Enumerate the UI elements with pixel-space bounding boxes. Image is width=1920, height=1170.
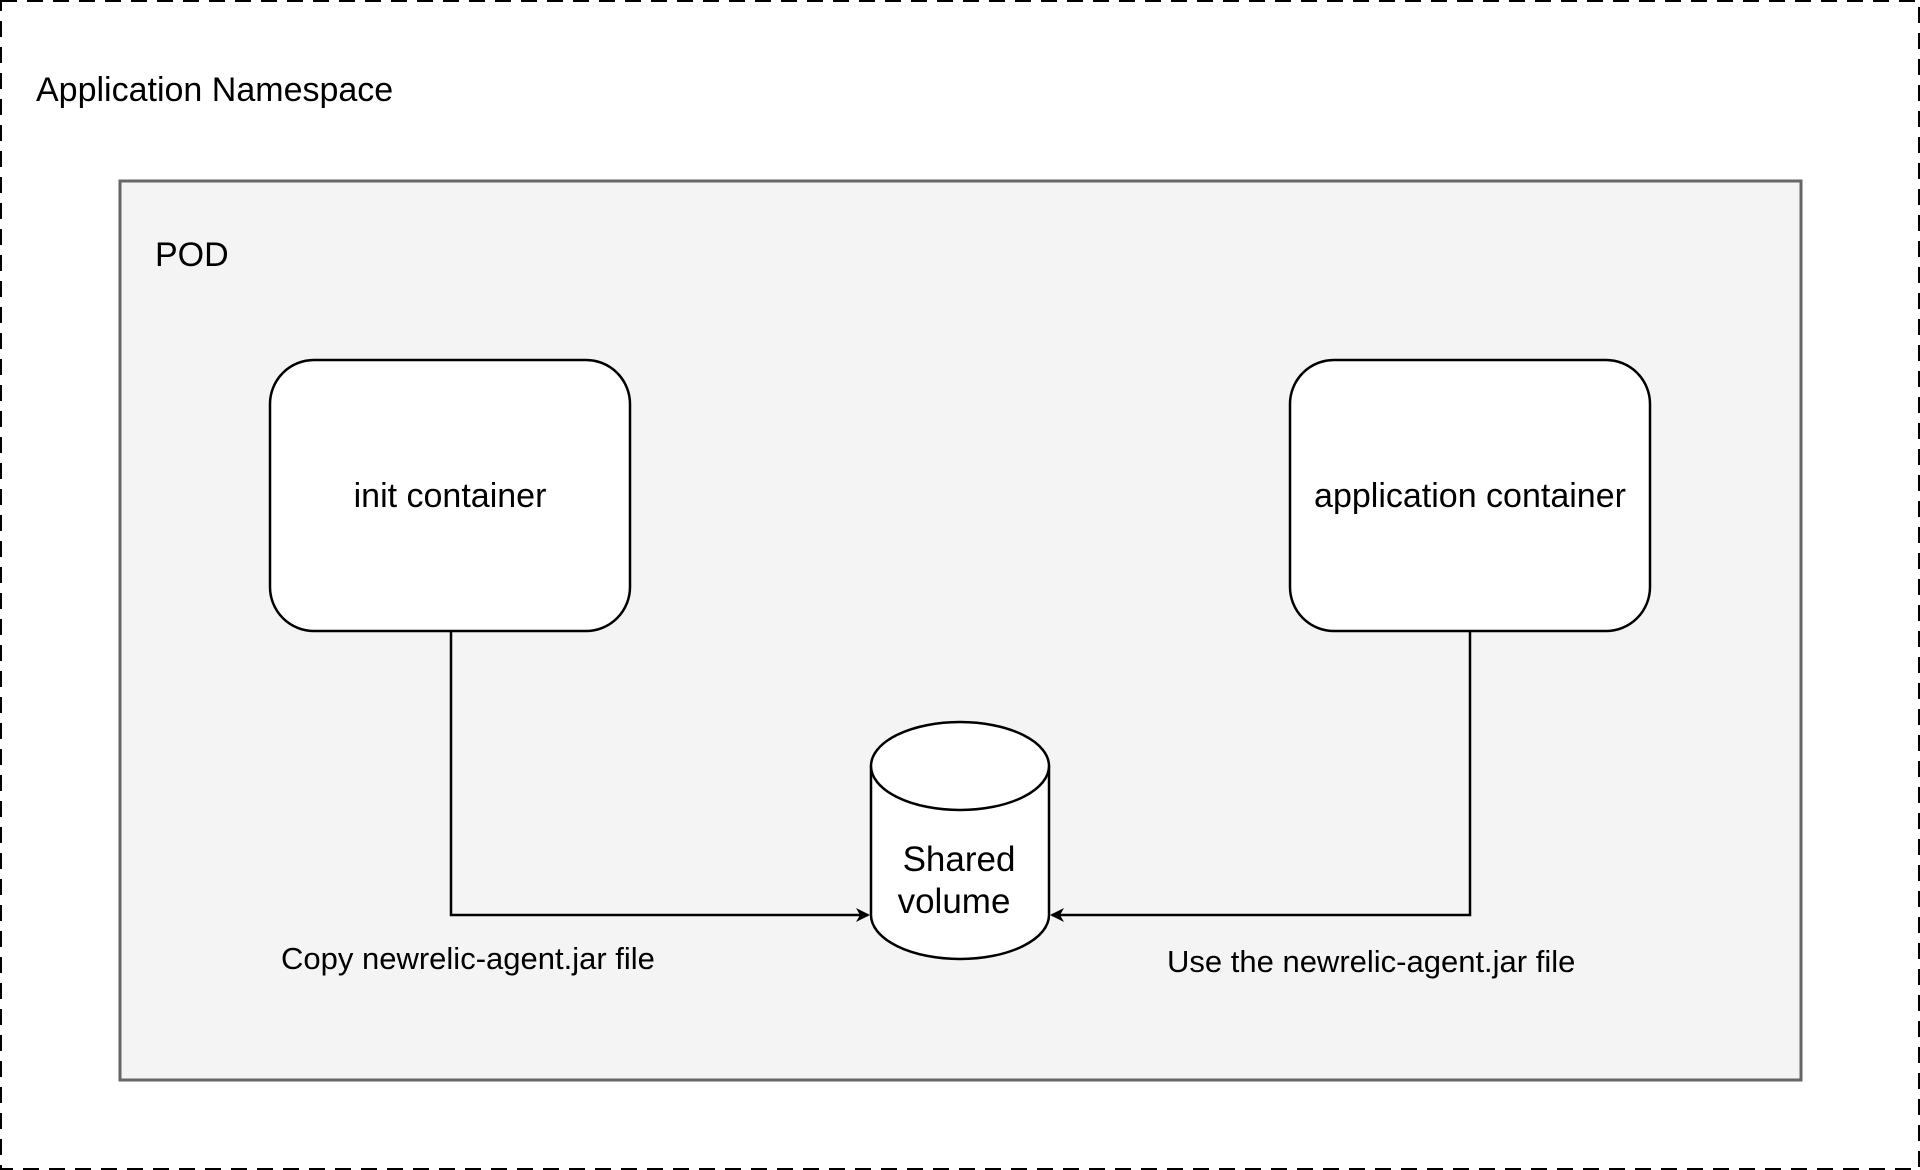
init-container-label: init container [354, 477, 547, 515]
pod-label: POD [155, 236, 229, 274]
copy-connector [449, 631, 870, 922]
shared-volume-body [869, 766, 1051, 961]
init-container-node: init container [268, 358, 632, 633]
shared-volume-node: Shared volume [869, 720, 1051, 961]
use-edge-label: Use the newrelic-agent.jar file [1167, 944, 1575, 979]
shared-volume-label-line2: volume [898, 882, 1011, 921]
copy-edge-label: Copy newrelic-agent.jar file [281, 941, 655, 976]
namespace-label: Application Namespace [36, 71, 393, 109]
shared-volume-label-line1: Shared [903, 840, 1016, 879]
shared-volume-top [869, 720, 1051, 812]
use-connector [1050, 631, 1472, 922]
application-container-label: application container [1314, 477, 1626, 515]
application-container-node: application container [1288, 358, 1652, 633]
